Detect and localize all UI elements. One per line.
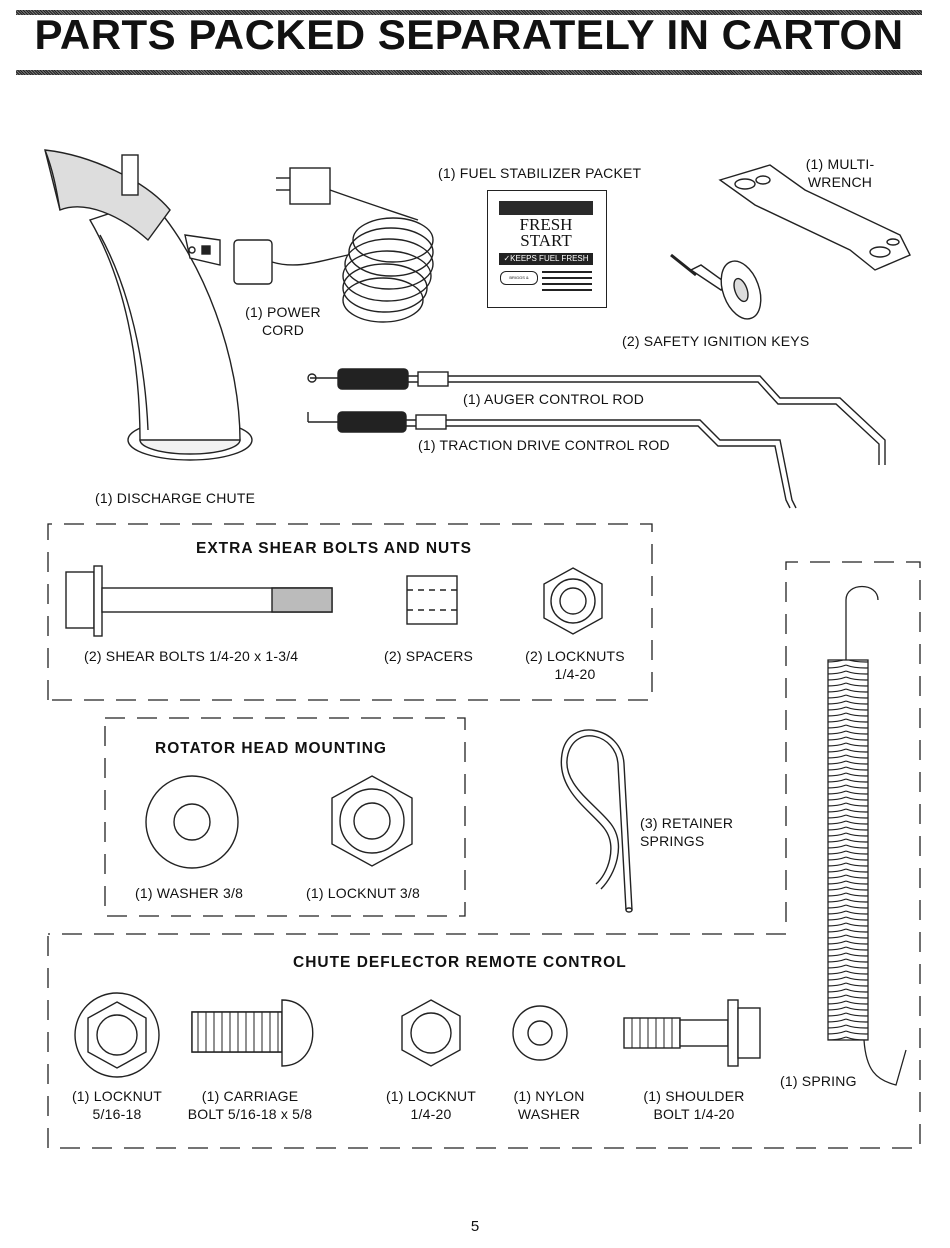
control-rod-icon xyxy=(307,368,886,509)
shoulder-bolt-label: (1) SHOULDER BOLT 1/4-20 xyxy=(632,1087,756,1123)
power-cord-line1: (1) POWER xyxy=(245,304,321,320)
page-title: PARTS PACKED SEPARATELY IN CARTON xyxy=(34,11,904,58)
nylon-washer-line1: (1) NYLON xyxy=(513,1088,585,1104)
nylon-washer-line2: WASHER xyxy=(517,1106,581,1122)
fuel-packet-logo: BRIGGS & STRATTON xyxy=(500,271,538,285)
fuel-packet-header xyxy=(499,201,593,215)
locknuts-label: (2) LOCKNUTS 1/4-20 xyxy=(520,647,630,683)
locknuts-line1: (2) LOCKNUTS xyxy=(525,648,625,664)
fuel-packet-icon: FRESH START ✓KEEPS FUEL FRESH BRIGGS & S… xyxy=(487,190,607,308)
retainer-label: (3) RETAINER SPRINGS xyxy=(640,814,733,850)
carriage-bolt-label: (1) CARRIAGE BOLT 5/16-18 x 5/8 xyxy=(175,1087,325,1123)
fuel-packet-tagline: ✓KEEPS FUEL FRESH xyxy=(499,253,593,265)
fuel-packet-lines xyxy=(542,271,592,291)
washer-icon xyxy=(512,1005,568,1061)
retainer-line1: (3) RETAINER xyxy=(640,815,734,831)
multi-wrench-line1: (1) MULTI- xyxy=(805,156,875,172)
multi-wrench-icon xyxy=(718,164,911,271)
shear-bolt-icon xyxy=(65,565,333,637)
discharge-chute-icon xyxy=(44,149,253,461)
ignition-keys-label: (2) SAFETY IGNITION KEYS xyxy=(622,333,810,349)
shoulder-bolt-icon xyxy=(623,999,761,1067)
spacers-label: (2) SPACERS xyxy=(384,648,474,664)
chute-locknut-a-line1: (1) LOCKNUT xyxy=(71,1088,163,1104)
multi-wrench-line2: WRENCH xyxy=(807,174,873,190)
power-cord-label: (1) POWER CORD xyxy=(228,303,338,339)
nylon-washer-label: (1) NYLON WASHER xyxy=(494,1087,604,1123)
retainer-spring-icon xyxy=(560,729,633,913)
hex-locknut-icon xyxy=(74,992,160,1078)
rotator-section-heading: ROTATOR HEAD MOUNTING xyxy=(155,740,387,757)
chute-locknut-a-label: (1) LOCKNUT 5/16-18 xyxy=(62,1087,172,1123)
ignition-key-icon xyxy=(670,253,762,320)
auger-rod-label: (1) AUGER CONTROL ROD xyxy=(463,391,645,407)
chute-locknut-b-line1: (1) LOCKNUT xyxy=(385,1088,477,1104)
shear-section-heading: EXTRA SHEAR BOLTS AND NUTS xyxy=(196,540,473,557)
chute-locknut-b-label: (1) LOCKNUT 1/4-20 xyxy=(376,1087,486,1123)
chute-locknut-b-line2: 1/4-20 xyxy=(410,1106,452,1122)
rotator-locknut-label: (1) LOCKNUT 3/8 xyxy=(306,885,420,901)
hex-locknut-icon xyxy=(401,999,461,1067)
chute-section-heading: CHUTE DEFLECTOR REMOTE CONTROL xyxy=(293,954,627,971)
fuel-packet-line1: FRESH xyxy=(519,215,573,234)
carriage-bolt-icon xyxy=(191,999,314,1067)
shoulder-bolt-line2: BOLT 1/4-20 xyxy=(653,1106,735,1122)
fuel-packet-brand-text: FRESH START xyxy=(499,215,593,250)
shear-bolts-label: (2) SHEAR BOLTS 1/4-20 x 1-3/4 xyxy=(84,648,299,664)
locknuts-line2: 1/4-20 xyxy=(554,666,596,682)
washer-icon xyxy=(145,775,239,869)
hex-locknut-icon xyxy=(543,567,603,635)
hex-locknut-icon xyxy=(331,775,413,867)
extension-spring-icon xyxy=(827,586,907,1086)
power-cord-line2: CORD xyxy=(261,322,305,338)
carriage-bolt-line1: (1) CARRIAGE xyxy=(201,1088,299,1104)
retainer-line2: SPRINGS xyxy=(640,833,705,849)
traction-rod-label: (1) TRACTION DRIVE CONTROL ROD xyxy=(418,437,670,453)
spring-label: (1) SPRING xyxy=(780,1073,857,1089)
power-cord-icon xyxy=(233,167,434,323)
discharge-chute-label: (1) DISCHARGE CHUTE xyxy=(95,490,256,506)
top-rule xyxy=(16,10,922,15)
fuel-packet-line2: START xyxy=(520,231,572,250)
carriage-bolt-line2: BOLT 5/16-18 x 5/8 xyxy=(187,1106,313,1122)
fuel-stabilizer-label: (1) FUEL STABILIZER PACKET xyxy=(438,165,642,181)
shoulder-bolt-line1: (1) SHOULDER xyxy=(643,1088,745,1104)
page-number: 5 xyxy=(470,1218,480,1235)
chute-locknut-a-line2: 5/16-18 xyxy=(92,1106,142,1122)
multi-wrench-label: (1) MULTI- WRENCH xyxy=(790,155,890,191)
spacer-icon xyxy=(406,575,458,625)
rotator-washer-label: (1) WASHER 3/8 xyxy=(135,885,244,901)
title-underline xyxy=(16,70,922,75)
